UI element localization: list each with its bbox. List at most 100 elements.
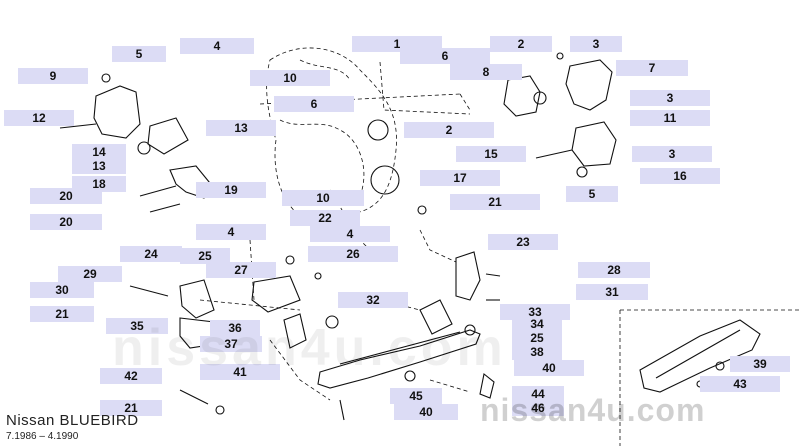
part-callout[interactable]: 32 [338,292,408,308]
part-number: 17 [453,171,467,185]
part-number: 13 [234,121,248,135]
part-number: 15 [484,147,498,161]
part-number: 13 [92,159,106,173]
part-callout[interactable]: 42 [100,368,162,384]
part-callout[interactable]: 28 [578,262,650,278]
part-callout[interactable]: 13 [206,120,276,136]
part-callout[interactable]: 6 [400,48,490,64]
part-callout[interactable]: 31 [576,284,648,300]
part-callout[interactable]: 3 [570,36,622,52]
part-callout[interactable]: 38 [512,344,562,360]
inset-bolt [715,361,725,371]
part-callout[interactable]: 15 [456,146,526,162]
part-number: 45 [409,389,423,403]
right-mount-bracket [565,59,613,111]
part-callout[interactable]: 3 [632,146,712,162]
part-callout[interactable]: 25 [512,330,562,346]
part-number: 27 [234,263,248,277]
bolt-head [285,255,295,265]
part-callout[interactable]: 3 [630,90,710,106]
part-callout[interactable]: 16 [640,168,720,184]
nut [464,324,476,336]
part-number: 8 [482,65,490,79]
part-number: 37 [224,337,238,351]
part-callout[interactable]: 26 [308,246,398,262]
part-number: 18 [92,177,106,191]
part-callout[interactable]: 4 [196,224,266,240]
part-callout[interactable]: 34 [512,316,562,332]
part-callout[interactable]: 12 [4,110,74,126]
part-callout[interactable]: 5 [112,46,166,62]
part-callout[interactable]: 20 [30,188,102,204]
part-callout[interactable]: 25 [180,248,230,264]
center-member [317,329,481,389]
part-callout[interactable]: 40 [394,404,458,420]
part-callout[interactable]: 4 [180,38,254,54]
part-callout[interactable]: 2 [490,36,552,52]
part-callout[interactable]: 43 [700,376,780,392]
part-callout[interactable]: 39 [730,356,790,372]
part-number: 11 [663,111,677,125]
part-callout[interactable]: 35 [106,318,168,334]
part-number: 40 [542,361,556,375]
part-number: 41 [233,365,247,379]
part-callout[interactable]: 40 [514,360,584,376]
part-number: 46 [531,401,545,415]
part-number: 38 [530,345,544,359]
leader-line [419,229,457,263]
bracket [283,313,307,349]
part-callout[interactable]: 37 [200,336,262,352]
part-number: 16 [673,169,687,183]
part-callout[interactable]: 13 [72,158,126,174]
part-callout[interactable]: 29 [58,266,122,282]
part-callout[interactable]: 27 [206,262,276,278]
part-callout[interactable]: 8 [450,64,522,80]
bolt-head [314,272,322,280]
part-callout[interactable]: 9 [18,68,88,84]
bolt [59,123,97,129]
part-callout[interactable]: 45 [390,388,442,404]
date-range-caption: 7.1986 – 4.1990 [6,431,79,442]
part-callout[interactable]: 36 [210,320,260,336]
part-number: 28 [607,263,621,277]
part-callout[interactable]: 41 [200,364,280,380]
inset-member-edge [655,329,741,379]
part-number: 32 [366,293,380,307]
part-callout[interactable]: 11 [630,110,710,126]
insulator [147,117,189,155]
part-number: 6 [310,97,318,111]
part-number: 35 [130,319,144,333]
part-callout[interactable]: 10 [282,190,364,206]
part-callout[interactable]: 21 [100,400,162,416]
part-number: 2 [517,37,525,51]
part-number: 36 [228,321,242,335]
bolt [339,399,345,421]
part-callout[interactable]: 46 [512,400,564,416]
part-number: 21 [124,401,138,415]
part-callout[interactable]: 21 [30,306,94,322]
part-callout[interactable]: 14 [72,144,126,160]
part-callout[interactable]: 4 [310,226,390,242]
part-number: 14 [92,145,106,159]
part-callout[interactable]: 30 [30,282,94,298]
part-callout[interactable]: 24 [120,246,182,262]
part-callout[interactable]: 23 [488,234,558,250]
watermark-small: nissan4u.com [480,392,706,428]
part-callout[interactable]: 17 [420,170,500,186]
part-callout[interactable]: 6 [274,96,354,112]
engine-detail [279,119,365,197]
part-number: 20 [59,215,73,229]
model-caption: Nissan BLUEBIRD [6,412,139,429]
part-callout[interactable]: 20 [30,214,102,230]
part-callout[interactable]: 7 [616,60,688,76]
part-callout[interactable]: 19 [196,182,266,198]
part-number: 4 [227,225,235,239]
part-callout[interactable]: 10 [250,70,330,86]
part-number: 10 [283,71,297,85]
part-callout[interactable]: 22 [290,210,360,226]
part-callout[interactable]: 5 [566,186,618,202]
part-callout[interactable]: 44 [512,386,564,402]
part-callout[interactable]: 2 [404,122,494,138]
part-callout[interactable]: 21 [450,194,540,210]
bolt-head [556,52,564,60]
